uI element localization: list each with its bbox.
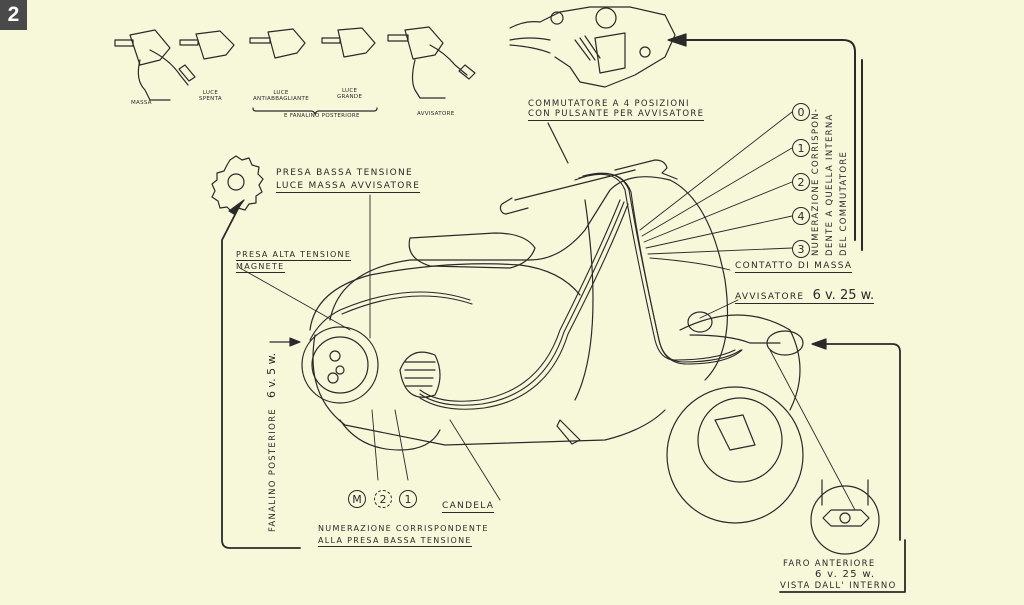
cylinder: [399, 351, 441, 398]
switch-sketch-luce-spenta: [179, 30, 235, 60]
contatto-massa-label: CONTATTO DI MASSA: [735, 261, 853, 273]
wiring-harness: [309, 172, 743, 410]
left-return-arrow: [221, 204, 301, 549]
switch-label-massa: MASSA: [131, 100, 152, 106]
switch-terminal-0: 0: [792, 103, 810, 121]
fanalino-text: FANALINO POSTERIORE: [268, 408, 278, 532]
commutator-detail-drawing: [509, 6, 676, 88]
switch-group-caption: E FANALINO POSTERIORE: [284, 113, 360, 119]
numerazione-commutatore-3: DEL COMMUTATORE: [839, 150, 849, 256]
front-hub: [714, 414, 756, 451]
switch-terminal-4: 4: [792, 207, 810, 225]
commutatore-leader: [547, 122, 569, 164]
numerazione-presa-label-2: ALLA PRESA BASSA TENSIONE: [318, 536, 472, 547]
avvisatore-label: AVVISATORE 6 v. 25 w.: [735, 288, 875, 304]
low-voltage-socket-drawing: [211, 155, 264, 213]
presa-bassa-label-2: LUCE MASSA AVVISATORE: [276, 181, 421, 193]
commutatore-label-2: CON PULSANTE PER AVVISATORE: [528, 109, 705, 121]
arrow-head: [667, 33, 687, 47]
fanalino-label: FANALINO POSTERIORE 6 v. 5 w.: [265, 352, 278, 532]
handlebar-grip: [499, 197, 529, 215]
switch-position-sketches: [114, 26, 476, 115]
commutatore-label-1: COMMUTATORE A 4 POSIZIONI: [528, 99, 690, 109]
terminal-leader-lines: [239, 111, 856, 511]
switch-label-antiabbagliante: LUCE ANTIABBAGLIANTE: [253, 90, 309, 102]
switch-terminal-2: 2: [792, 173, 810, 191]
socket-terminal-1: 1: [399, 490, 417, 508]
scooter-body-drawing: [301, 159, 804, 524]
avvisatore-text: AVVISATORE: [735, 292, 805, 302]
avvisatore-spec: 6 v. 25 w.: [812, 288, 875, 303]
switch-sketch-antiabbagliante: [249, 28, 306, 59]
presa-bassa-label-1: PRESA BASSA TENSIONE: [276, 168, 413, 178]
socket-terminal-m: M: [348, 490, 366, 508]
faro-label-3: VISTA DALL' INTERNO: [780, 581, 897, 591]
switch-terminal-3: 3: [792, 240, 810, 258]
group-brace: [252, 107, 378, 115]
seat: [408, 232, 536, 269]
fanalino-spec: 6 v. 5 w.: [265, 352, 278, 399]
front-wheel: [666, 386, 804, 524]
switch-label-luce-grande: LUCE GRANDE: [337, 88, 363, 100]
figure-number-badge: 2: [0, 0, 27, 30]
switch-label-luce-spenta: LUCE SPENTA: [199, 90, 222, 102]
faro-label-1: FARO ANTERIORE: [783, 559, 876, 569]
switch-sketch-avvisatore: [387, 26, 476, 99]
numerazione-commutatore-1: NUMERAZIONE CORRISPON-: [811, 107, 821, 256]
presa-alta-label-1: PRESA ALTA TENSIONE: [236, 250, 352, 261]
switch-label-avvisatore: AVVISATORE: [417, 111, 455, 117]
switch-terminal-1: 1: [792, 139, 810, 157]
socket-terminal-2: 2: [374, 490, 392, 508]
right-return-arrow: [814, 343, 901, 541]
arrow-to-commutator: [669, 39, 856, 241]
faro-label-2: 6 v. 25 w.: [815, 569, 876, 580]
magneto: [301, 326, 379, 404]
numerazione-commutatore-2: DENTE A QUELLA INTERNA: [825, 113, 835, 256]
horn: [687, 311, 713, 333]
switch-sketch-massa: [114, 29, 196, 101]
headlamp-internal-view: [810, 485, 880, 555]
switch-sketch-luce-grande: [321, 27, 376, 58]
numerazione-presa-label-1: NUMERAZIONE CORRISPONDENTE: [318, 524, 489, 533]
presa-alta-label-2: MAGNETE: [236, 262, 285, 273]
candela-label: CANDELA: [442, 501, 495, 513]
